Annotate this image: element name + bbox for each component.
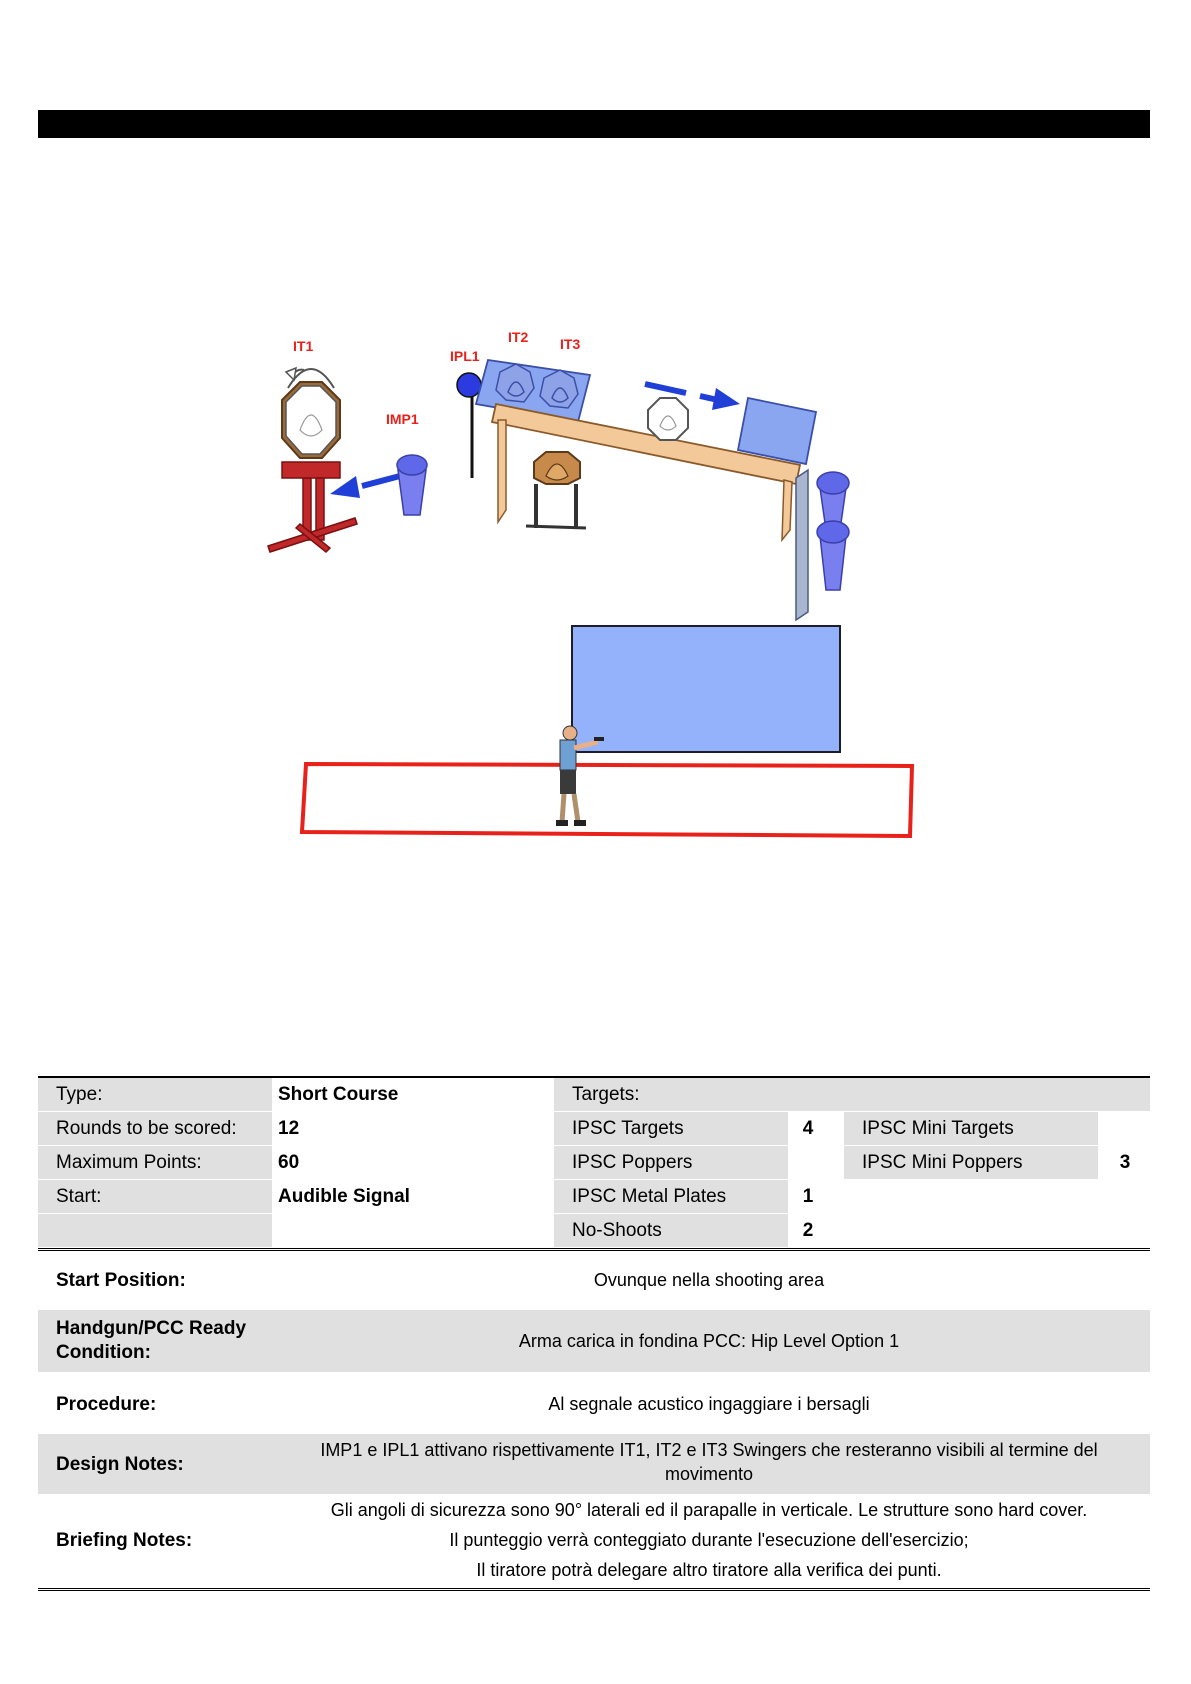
no-shoots-value: 2 bbox=[802, 1220, 814, 1241]
ready-condition-label-line1: Handgun/PCC Ready bbox=[56, 1318, 247, 1339]
procedure-row: Procedure: Al segnale acustico ingaggiar… bbox=[38, 1374, 1150, 1432]
brown-no-shoot-target bbox=[525, 451, 587, 530]
stage-diagram: IT1 IPL1 IT2 IT3 IMP1 bbox=[267, 329, 915, 839]
start-position-value: Ovunque nella shooting area bbox=[593, 1270, 825, 1290]
label-imp1: IMP1 bbox=[386, 411, 419, 427]
label-it2: IT2 bbox=[508, 329, 528, 345]
summary-row-type: Type: Short Course Targets: bbox=[38, 1078, 1150, 1112]
start-value: Audible Signal bbox=[278, 1186, 410, 1207]
ipsc-mini-targets-label: IPSC Mini Targets bbox=[844, 1112, 1098, 1146]
label-it3: IT3 bbox=[560, 336, 580, 352]
ipsc-poppers-label: IPSC Poppers bbox=[554, 1146, 788, 1180]
imp1-mini-popper bbox=[396, 454, 428, 516]
start-position-label: Start Position: bbox=[56, 1270, 186, 1291]
ipsc-metal-plates-label: IPSC Metal Plates bbox=[554, 1180, 788, 1214]
summary-row-points: Maximum Points: 60 IPSC Poppers IPSC Min… bbox=[38, 1146, 1150, 1180]
side-wall bbox=[795, 468, 809, 622]
empty-label-cell bbox=[38, 1214, 272, 1248]
no-shoot-target bbox=[647, 397, 689, 441]
stage-summary-table: Type: Short Course Targets: Rounds to be… bbox=[38, 1076, 1150, 1250]
ipsc-targets-value: 4 bbox=[802, 1118, 814, 1139]
table-divider bbox=[38, 1248, 1150, 1251]
mini-popper-lower bbox=[816, 520, 850, 591]
ready-condition-value: Arma carica in fondina PCC: Hip Level Op… bbox=[518, 1331, 900, 1351]
type-value: Short Course bbox=[278, 1084, 399, 1105]
summary-row-no-shoots: No-Shoots 2 bbox=[38, 1214, 1150, 1248]
blue-panel bbox=[736, 396, 818, 466]
imp1-activation-arrow bbox=[330, 473, 401, 498]
points-label: Maximum Points: bbox=[38, 1146, 272, 1180]
briefing-notes-value-line2: Il punteggio verrà conteggiato durante l… bbox=[449, 1530, 969, 1550]
mini-popper-upper bbox=[816, 471, 850, 531]
procedure-value: Al segnale acustico ingaggiare i bersagl… bbox=[548, 1394, 870, 1414]
ipsc-metal-plates-value: 1 bbox=[802, 1186, 814, 1207]
ready-condition-row: Handgun/PCC Ready Condition: Arma carica… bbox=[38, 1310, 1150, 1372]
design-notes-value-line1: IMP1 e IPL1 attivano rispettivamente IT1… bbox=[320, 1440, 1098, 1460]
label-it1: IT1 bbox=[293, 338, 313, 354]
shooting-area bbox=[299, 761, 915, 839]
shooter-figure bbox=[556, 725, 604, 826]
movement-arrow bbox=[644, 381, 740, 410]
bottom-rule bbox=[38, 1588, 1150, 1591]
design-notes-value-line2: movimento bbox=[664, 1464, 754, 1484]
type-label: Type: bbox=[38, 1078, 272, 1112]
no-shoots-label: No-Shoots bbox=[554, 1214, 788, 1248]
start-position-row: Start Position: Ovunque nella shooting a… bbox=[38, 1254, 1150, 1308]
start-label: Start: bbox=[38, 1180, 272, 1214]
targets-header: Targets: bbox=[554, 1078, 1150, 1112]
label-ipl1: IPL1 bbox=[450, 348, 480, 364]
procedure-label: Procedure: bbox=[56, 1394, 157, 1415]
ipsc-mini-poppers-value: 3 bbox=[1119, 1152, 1131, 1173]
header-bar bbox=[38, 110, 1150, 138]
it1-swinger-target bbox=[267, 366, 358, 554]
summary-row-start: Start: Audible Signal IPSC Metal Plates … bbox=[38, 1180, 1150, 1214]
points-value: 60 bbox=[278, 1152, 300, 1173]
main-wall bbox=[571, 625, 841, 753]
ipsc-mini-poppers-label: IPSC Mini Poppers bbox=[844, 1146, 1098, 1180]
design-notes-label: Design Notes: bbox=[56, 1454, 184, 1475]
ipl1-metal-plate bbox=[456, 372, 482, 478]
briefing-notes-row: Briefing Notes: Gli angoli di sicurezza … bbox=[38, 1496, 1150, 1586]
briefing-notes-value-line1: Gli angoli di sicurezza sono 90° lateral… bbox=[330, 1500, 1088, 1520]
briefing-notes-value-line3: Il tiratore potrà delegare altro tirator… bbox=[476, 1560, 942, 1580]
ready-condition-label-line2: Condition: bbox=[56, 1342, 151, 1363]
rounds-value: 12 bbox=[278, 1118, 300, 1139]
briefing-notes-label: Briefing Notes: bbox=[56, 1530, 193, 1551]
summary-row-rounds: Rounds to be scored: 12 IPSC Targets 4 I… bbox=[38, 1112, 1150, 1146]
design-notes-row: Design Notes: IMP1 e IPL1 attivano rispe… bbox=[38, 1434, 1150, 1494]
rounds-label: Rounds to be scored: bbox=[38, 1112, 272, 1146]
ipsc-targets-label: IPSC Targets bbox=[554, 1112, 788, 1146]
